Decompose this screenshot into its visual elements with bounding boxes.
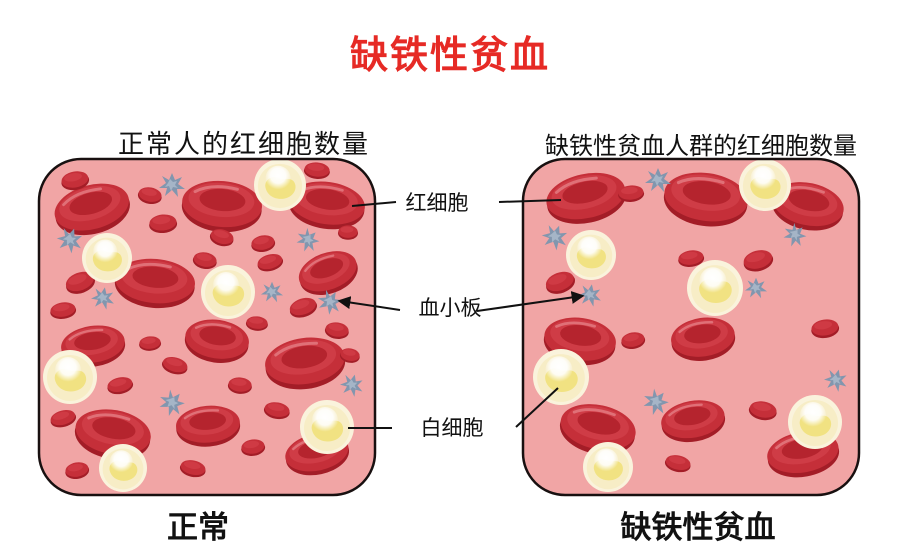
white-blood-cell bbox=[788, 395, 842, 449]
panel-border bbox=[37, 157, 377, 497]
caption-anemia: 缺铁性贫血 bbox=[620, 510, 776, 545]
legend-platelet-label: 血小板 bbox=[418, 297, 482, 320]
panel-border bbox=[521, 157, 861, 497]
blood-panel-normal bbox=[37, 157, 377, 497]
red-blood-cell-small bbox=[338, 225, 358, 240]
white-blood-cell bbox=[82, 233, 132, 283]
blood-panel-anemia bbox=[521, 157, 861, 497]
caption-normal: 正常 bbox=[167, 510, 229, 545]
panel-anemia-header: 缺铁性贫血人群的红细胞数量 bbox=[545, 133, 857, 160]
white-blood-cell bbox=[687, 260, 743, 316]
page-title: 缺铁性贫血 bbox=[349, 35, 550, 77]
white-blood-cell bbox=[254, 159, 306, 211]
white-blood-cell bbox=[583, 442, 633, 492]
white-blood-cell bbox=[201, 265, 255, 319]
legend-white-blood-cell-label: 白细胞 bbox=[420, 417, 484, 440]
white-blood-cell bbox=[739, 159, 791, 211]
white-blood-cell bbox=[566, 230, 616, 280]
white-blood-cell bbox=[43, 350, 97, 404]
panel-normal-header: 正常人的红细胞数量 bbox=[118, 129, 371, 159]
legend-red-blood-cell-label: 红细胞 bbox=[405, 192, 469, 215]
white-blood-cell bbox=[99, 444, 147, 492]
white-blood-cell bbox=[300, 400, 354, 454]
white-blood-cell bbox=[533, 349, 589, 405]
